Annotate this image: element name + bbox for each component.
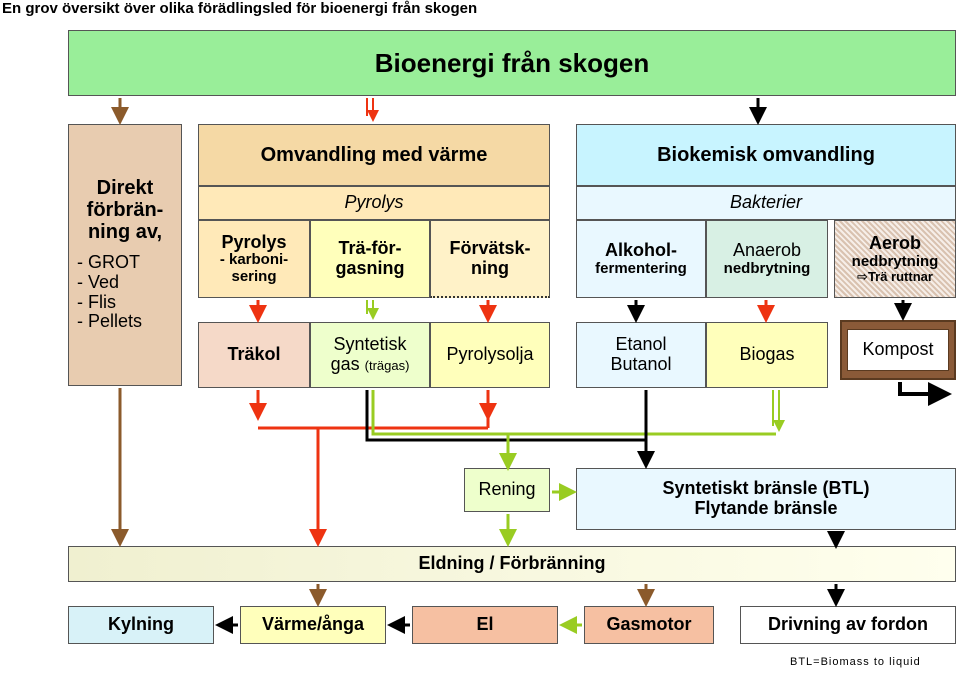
kompost-box: Kompost	[840, 320, 956, 380]
biogas-box: Biogas	[706, 322, 828, 388]
gasmotor-box: Gasmotor	[584, 606, 714, 644]
biokemisk-col3-line1: Aerob	[868, 232, 921, 253]
gasmotor-text: Gasmotor	[606, 614, 692, 635]
biokemisk-col2-line1: Anaerob	[732, 239, 802, 260]
direkt-line1: Direkt	[96, 177, 154, 199]
etanol-line2: Butanol	[610, 354, 672, 374]
eldning-text: Eldning / Förbränning	[418, 553, 606, 574]
line-red-collector	[258, 426, 488, 538]
direkt-item-grot: - GROT	[77, 252, 140, 272]
alkoholfermentering-box: Alkohol- fermentering	[576, 220, 706, 298]
trakol-box: Träkol	[198, 322, 310, 388]
drivning-text: Drivning av fordon	[767, 614, 928, 635]
pyrolys-col1-line3: sering	[231, 267, 277, 285]
syngas-line2: gas	[330, 354, 360, 374]
pyrolys-col3-line1: Förvätsk-	[449, 237, 531, 258]
pyrolys-subheader-text: Pyrolys	[344, 192, 404, 213]
direkt-line3: ning av,	[87, 221, 163, 243]
line-syngas-green	[371, 390, 776, 436]
title-box: Bioenergi från skogen	[68, 30, 956, 96]
kylning-text: Kylning	[108, 614, 174, 635]
arrow-forgasning-syngas	[367, 300, 373, 314]
arrow-kompost-out	[898, 382, 952, 406]
el-text: El	[476, 614, 494, 635]
tra-ruttnar-row: ⇨Trä ruttnar	[857, 269, 933, 284]
pyrolys-col2-line1: Trä-för-	[338, 238, 402, 259]
pyrolys-col2-line2: gasning	[335, 258, 405, 278]
direkt-line2: förbrän-	[86, 199, 164, 221]
pyrolysolja-box: Pyrolysolja	[430, 322, 550, 388]
pyrolys-col3-line2: ning	[471, 257, 509, 278]
syntetisk-gas-box: Syntetisk gas (trägas)	[310, 322, 430, 388]
omvandling-header: Omvandling med värme	[198, 124, 550, 186]
aerob-box: Aerob nedbrytning ⇨Trä ruttnar	[834, 220, 956, 298]
page-heading: En grov översikt över olika förädlingsle…	[2, 0, 478, 17]
direkt-item-ved: - Ved	[77, 271, 120, 292]
pyrolys-karbonisering-box: Pyrolys - karboni- sering	[198, 220, 310, 298]
title-text: Bioenergi från skogen	[374, 47, 650, 78]
traforgasning-box: Trä-för- gasning	[310, 220, 430, 298]
pyrolys-col1-line1: Pyrolys	[221, 231, 287, 252]
biokemisk-col3-line3: Trä ruttnar	[867, 269, 933, 284]
etanol-line1: Etanol	[615, 334, 667, 355]
forvatskning-box: Förvätsk- ning	[430, 220, 550, 298]
direkt-box: Direkt förbrän- ning av, - GROT - Ved - …	[68, 124, 182, 386]
arrow-biogas-down	[773, 390, 779, 426]
varme-anga-box: Värme/ånga	[240, 606, 386, 644]
anaerob-box: Anaerob nedbrytning	[706, 220, 828, 298]
kylning-box: Kylning	[68, 606, 214, 644]
syngas-line2-row: gas (trägas)	[330, 354, 410, 375]
el-box: El	[412, 606, 558, 644]
hollow-arrow-icon: ⇨	[857, 269, 868, 284]
omvandling-header-text: Omvandling med värme	[260, 144, 488, 166]
varme-text: Värme/ånga	[261, 614, 365, 635]
biokemisk-col3-line2: nedbrytning	[851, 252, 939, 270]
biokemisk-header-text: Biokemisk omvandling	[657, 144, 875, 166]
pyrolysolja-text: Pyrolysolja	[446, 344, 534, 365]
biokemisk-col1-line1: Alkohol-	[605, 239, 677, 260]
pyrolys-subheader: Pyrolys	[198, 186, 550, 220]
biokemisk-col2-line2: nedbrytning	[723, 259, 811, 277]
biokemisk-col1-line2: fermentering	[595, 259, 687, 277]
btl-line1: Syntetiskt bränsle (BTL)	[662, 478, 870, 499]
footnote: BTL=Biomass to liquid	[790, 656, 921, 668]
direkt-item-pellets: - Pellets	[77, 311, 143, 332]
bakterier-subheader: Bakterier	[576, 186, 956, 220]
arrow-title-omvandling	[367, 98, 373, 116]
btl-box: Syntetiskt bränsle (BTL) Flytande bränsl…	[576, 468, 956, 530]
syngas-line1: Syntetisk	[333, 334, 407, 355]
direkt-item-flis: - Flis	[77, 291, 116, 312]
rening-text: Rening	[478, 479, 536, 500]
kompost-text: Kompost	[862, 339, 934, 360]
bakterier-subheader-text: Bakterier	[729, 192, 803, 213]
biogas-text: Biogas	[739, 344, 795, 365]
drivning-box: Drivning av fordon	[740, 606, 956, 644]
pyrolys-col1-line2: - karboni-	[219, 251, 289, 269]
syngas-paren: (trägas)	[364, 358, 410, 373]
trakol-text: Träkol	[227, 344, 281, 365]
btl-line2: Flytande bränsle	[694, 498, 838, 518]
